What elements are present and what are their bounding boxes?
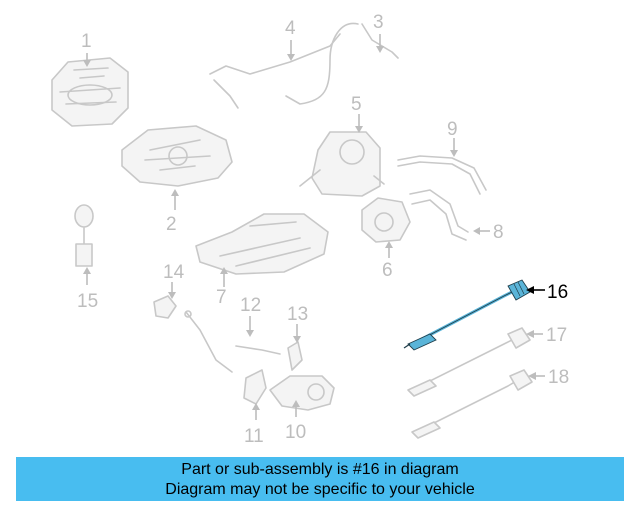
- part-10-actuator[interactable]: [269, 375, 335, 411]
- banner-line-2: Diagram may not be specific to your vehi…: [165, 481, 475, 498]
- callout-7: 7: [216, 287, 227, 308]
- part-6-valve[interactable]: [361, 197, 411, 243]
- callout-5: 5: [351, 94, 362, 115]
- part-7-intake-manifold[interactable]: [195, 213, 329, 275]
- part-16-oxygen-sensor[interactable]: [403, 279, 531, 351]
- callout-14: 14: [163, 262, 185, 283]
- callout-6: 6: [382, 260, 393, 281]
- callout-1: 1: [81, 31, 92, 52]
- part-17-oxygen-sensor[interactable]: [407, 327, 531, 397]
- part-11-bracket[interactable]: [243, 369, 267, 405]
- part-1-air-cleaner[interactable]: [51, 57, 129, 127]
- info-banner: Part or sub-assembly is #16 in diagram D…: [16, 457, 624, 501]
- part-5-pump[interactable]: [299, 131, 385, 197]
- callout-4: 4: [285, 18, 296, 39]
- part-18-oxygen-sensor[interactable]: [411, 369, 533, 439]
- part-15-sensor[interactable]: [74, 204, 94, 267]
- callout-17: 17: [546, 325, 567, 346]
- callout-3: 3: [373, 12, 384, 33]
- part-4-breather-pipe[interactable]: [209, 33, 341, 109]
- parts-diagram: 1 2 3 4 5 6 7: [51, 12, 569, 447]
- callout-10: 10: [285, 422, 306, 443]
- callout-12: 12: [240, 295, 261, 316]
- callout-8: 8: [493, 222, 504, 243]
- callout-16: 16: [547, 282, 568, 303]
- banner-line-1: Part or sub-assembly is #16 in diagram: [181, 461, 459, 478]
- callout-15: 15: [77, 291, 98, 312]
- callout-11: 11: [244, 426, 264, 447]
- callout-18: 18: [548, 367, 569, 388]
- part-13-clip[interactable]: [287, 341, 303, 371]
- callout-2: 2: [166, 214, 177, 235]
- callout-13: 13: [287, 304, 308, 325]
- part-2-engine-cover[interactable]: [121, 125, 233, 187]
- part-8-elbow-hose[interactable]: [409, 189, 469, 241]
- part-12-linkage-rod[interactable]: [184, 310, 281, 373]
- part-14-mount[interactable]: [153, 295, 177, 319]
- part-3-hose[interactable]: [285, 22, 399, 105]
- callout-9: 9: [447, 119, 458, 140]
- part-9-vent-tube[interactable]: [397, 155, 487, 195]
